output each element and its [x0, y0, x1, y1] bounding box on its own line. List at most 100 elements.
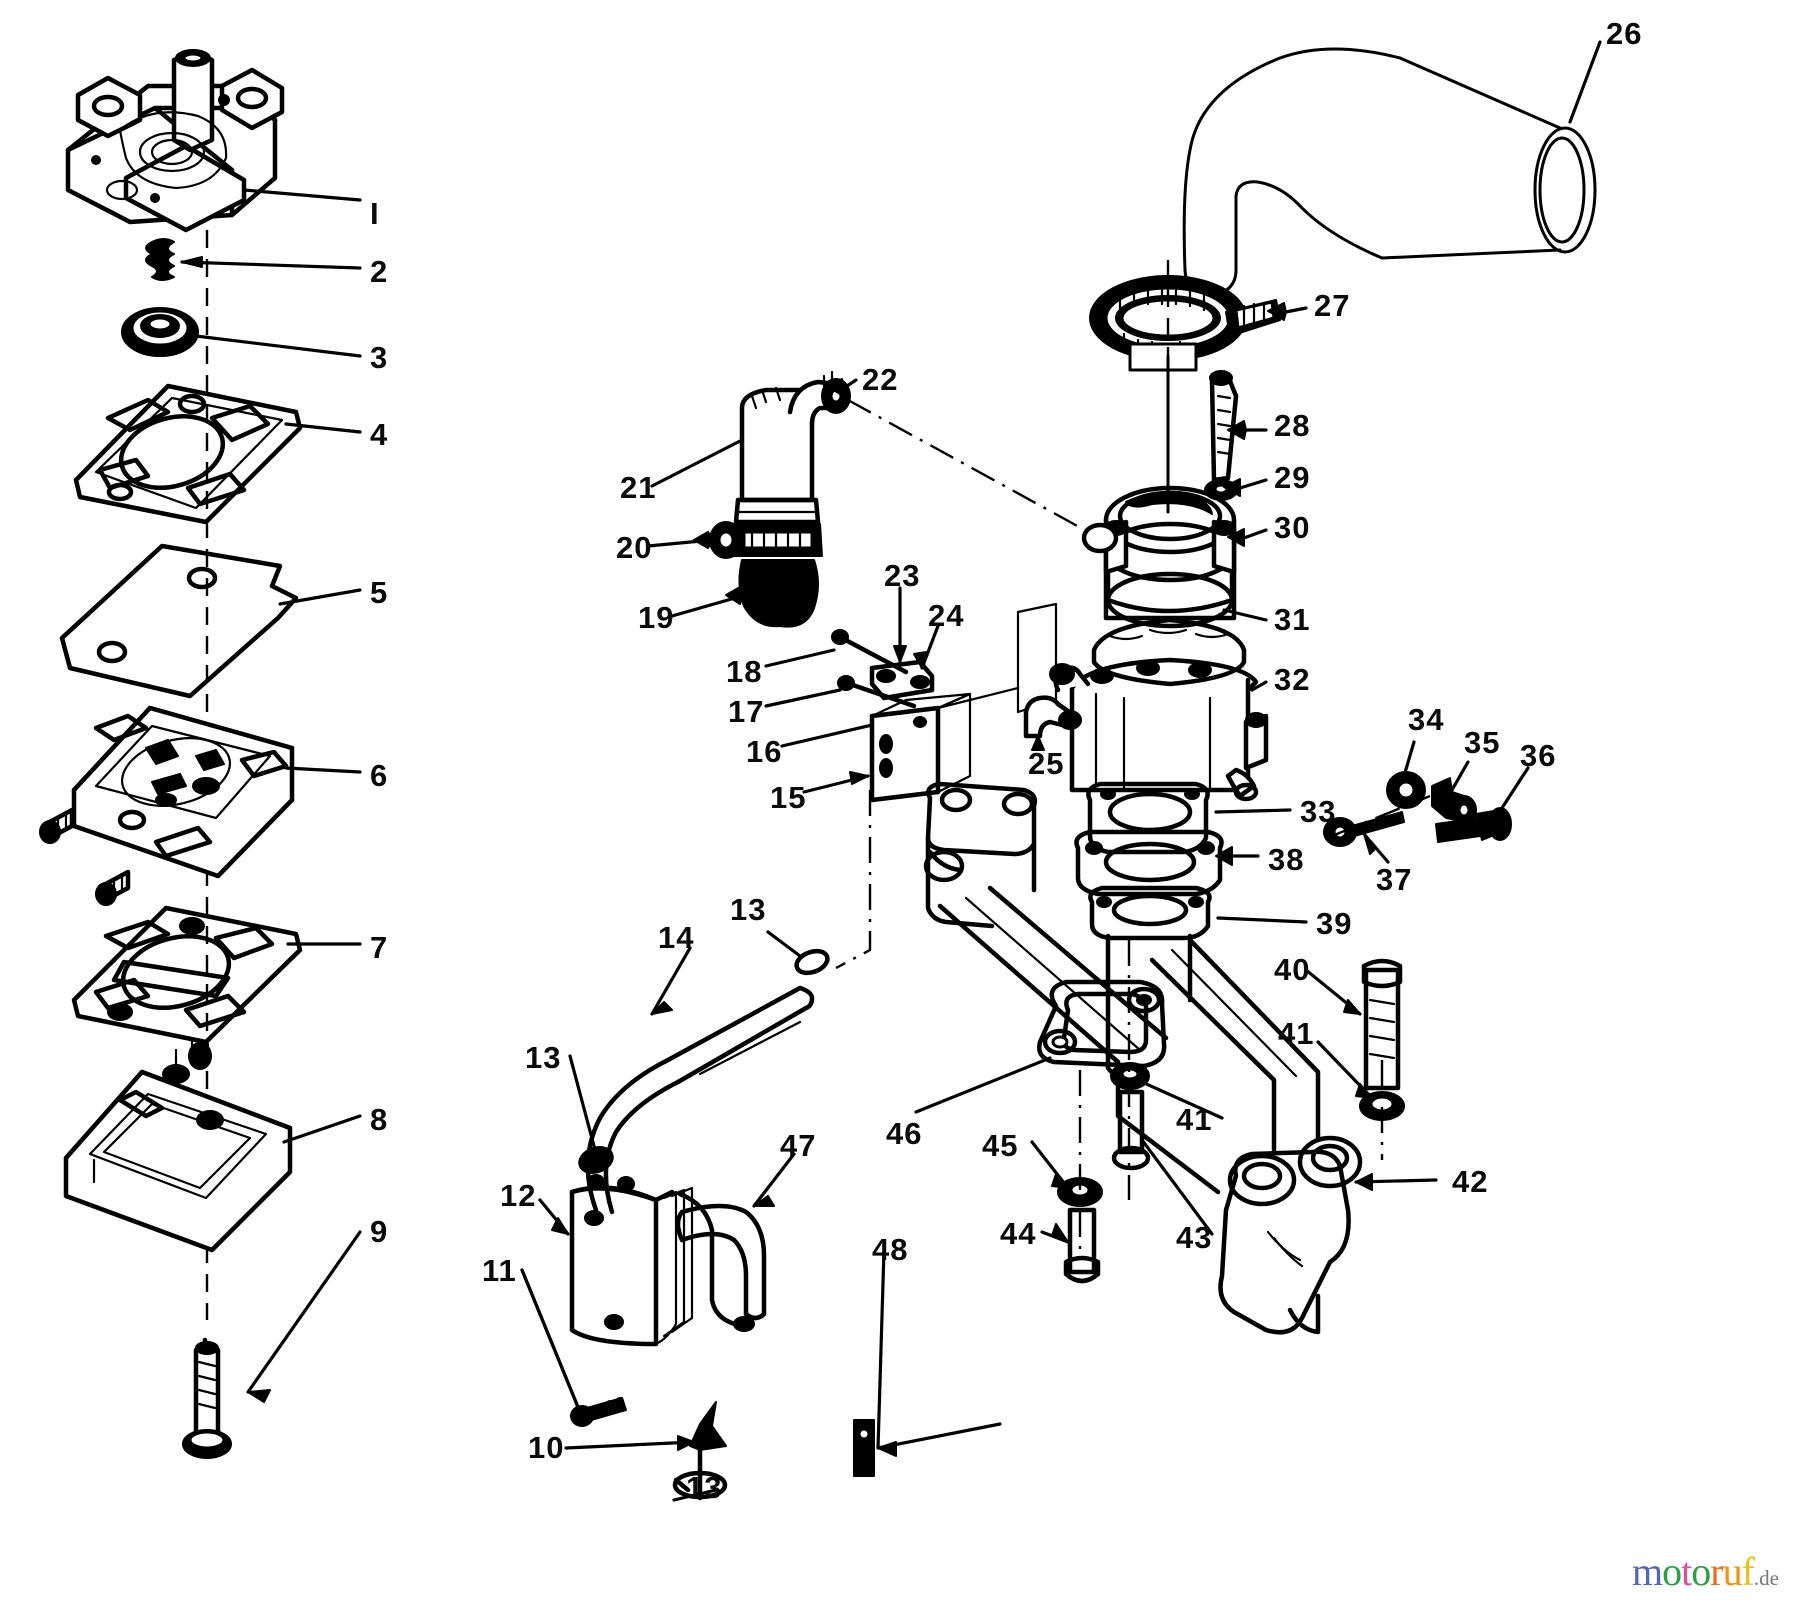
callout-41-a: 41: [1278, 1016, 1315, 1051]
part-13-grommet-bottom: [672, 1469, 728, 1502]
callout-19: 19: [638, 600, 675, 635]
part-27-hose-clamp: [1089, 275, 1308, 372]
callout-45: 45: [982, 1128, 1019, 1163]
intake-manifold: [923, 781, 1438, 1335]
part-6-metering-body: [39, 705, 362, 906]
part-11-screw: [520, 1268, 627, 1427]
callout-13-a: 13: [525, 1040, 562, 1075]
watermark-letter-u: u: [1722, 1549, 1743, 1594]
part-35-fitting: [1431, 760, 1477, 825]
watermark-letter-f: f: [1741, 1549, 1755, 1594]
part-43-stud: [1111, 1089, 1214, 1236]
part-4-gasket: [73, 383, 362, 525]
callout-22: 22: [862, 362, 899, 397]
callout-41-b: 41: [1176, 1102, 1213, 1137]
part-8-pump-cover: [63, 1040, 362, 1253]
callout-31: 31: [1274, 602, 1311, 637]
watermark-letter-r: r: [1710, 1549, 1723, 1594]
part-2-spring: [145, 238, 362, 281]
part-45-washer: [1030, 1140, 1103, 1207]
callout-34: 34: [1408, 702, 1445, 737]
callout-17: 17: [728, 694, 765, 729]
callout-32: 32: [1274, 662, 1311, 697]
callout-7: 7: [370, 930, 389, 965]
part-34-washer: [1386, 740, 1426, 809]
part-26-intake-elbow-hose: [1182, 40, 1602, 298]
callout-25: 25: [1028, 746, 1065, 781]
callout-33: 33: [1300, 794, 1337, 829]
callout-40: 40: [1274, 952, 1311, 987]
part-47-hose: [675, 1152, 796, 1321]
assembly-leader-22: [847, 398, 1093, 536]
callout-14: 14: [658, 920, 695, 955]
callout-1: I: [370, 196, 380, 231]
callout-27: 27: [1314, 288, 1351, 323]
part-37-screw: [1323, 794, 1431, 864]
callout-5: 5: [370, 575, 389, 610]
callout-16: 16: [746, 734, 783, 769]
callout-44: 44: [1000, 1216, 1037, 1251]
callout-13-b: 13: [730, 892, 767, 927]
callout-47: 47: [780, 1128, 817, 1163]
part-30-31-throat-spacer: [1081, 485, 1268, 629]
watermark-letter-t: t: [1681, 1549, 1692, 1594]
part-25-elbow-fitting: [1023, 695, 1082, 751]
part-28-long-bolt: [1209, 370, 1268, 483]
callout-24: 24: [928, 598, 965, 633]
part-7-gasket: [71, 905, 362, 1045]
callout-26: 26: [1606, 16, 1643, 51]
callout-2: 2: [370, 254, 389, 289]
callout-28: 28: [1274, 408, 1311, 443]
part-33-38-39-gaskets: [1074, 781, 1308, 941]
callout-4: 4: [370, 417, 389, 452]
part-44-bolt: [1040, 1207, 1101, 1284]
callout-23: 23: [884, 558, 921, 593]
part-41-washer-right: [1316, 1040, 1405, 1121]
part-12-fuel-tank: [538, 1174, 755, 1347]
assembly-leader-15: [835, 790, 872, 970]
part-48-pin: [853, 1248, 1002, 1477]
watermark-letter-o1: o: [1662, 1549, 1682, 1594]
part-9-screw: [182, 1230, 362, 1459]
callout-48: 48: [872, 1232, 909, 1267]
part-22-elbow-fitting: [787, 370, 858, 427]
callout-13-c: 13: [686, 1470, 723, 1505]
callout-20: 20: [616, 530, 653, 565]
part-18-pin: [764, 629, 909, 675]
callout-38: 38: [1268, 842, 1305, 877]
part-5-diaphragm: [59, 543, 362, 699]
callout-12: 12: [500, 1178, 537, 1213]
part-1-throttle-body: [65, 49, 362, 233]
callout-6: 6: [370, 758, 389, 793]
part-20-hose-clamp: [646, 521, 823, 559]
callout-39: 39: [1316, 906, 1353, 941]
part-40-bolt: [1304, 958, 1403, 1091]
watermark-letter-m: m: [1632, 1549, 1663, 1594]
part-3-seal-washer: [121, 307, 362, 358]
callout-35: 35: [1464, 725, 1501, 760]
callout-21: 21: [620, 470, 657, 505]
callout-3: 3: [370, 340, 389, 375]
watermark-letter-o2: o: [1691, 1549, 1711, 1594]
callout-29: 29: [1274, 460, 1311, 495]
callout-42: 42: [1452, 1164, 1489, 1199]
part-19-fuel-pump: [670, 559, 819, 628]
motoruf-watermark: motoruf.de: [1632, 1552, 1779, 1592]
part-15-bracket: [802, 602, 1058, 803]
part-32-carburetor-body: [1049, 617, 1269, 802]
callout-11: 11: [482, 1253, 517, 1288]
callout-46: 46: [886, 1116, 923, 1151]
callout-43: 43: [1176, 1220, 1213, 1255]
callout-30: 30: [1274, 510, 1311, 545]
callout-36: 36: [1520, 738, 1557, 773]
callout-9: 9: [370, 1214, 389, 1249]
part-36-bolt: [1435, 766, 1530, 843]
part-13-grommet-top: [766, 930, 830, 976]
part-41-washer-center: [1110, 1062, 1224, 1120]
callout-37: 37: [1376, 862, 1413, 897]
callout-18: 18: [726, 654, 763, 689]
watermark-suffix: .de: [1753, 1566, 1779, 1590]
callout-8: 8: [370, 1102, 389, 1137]
